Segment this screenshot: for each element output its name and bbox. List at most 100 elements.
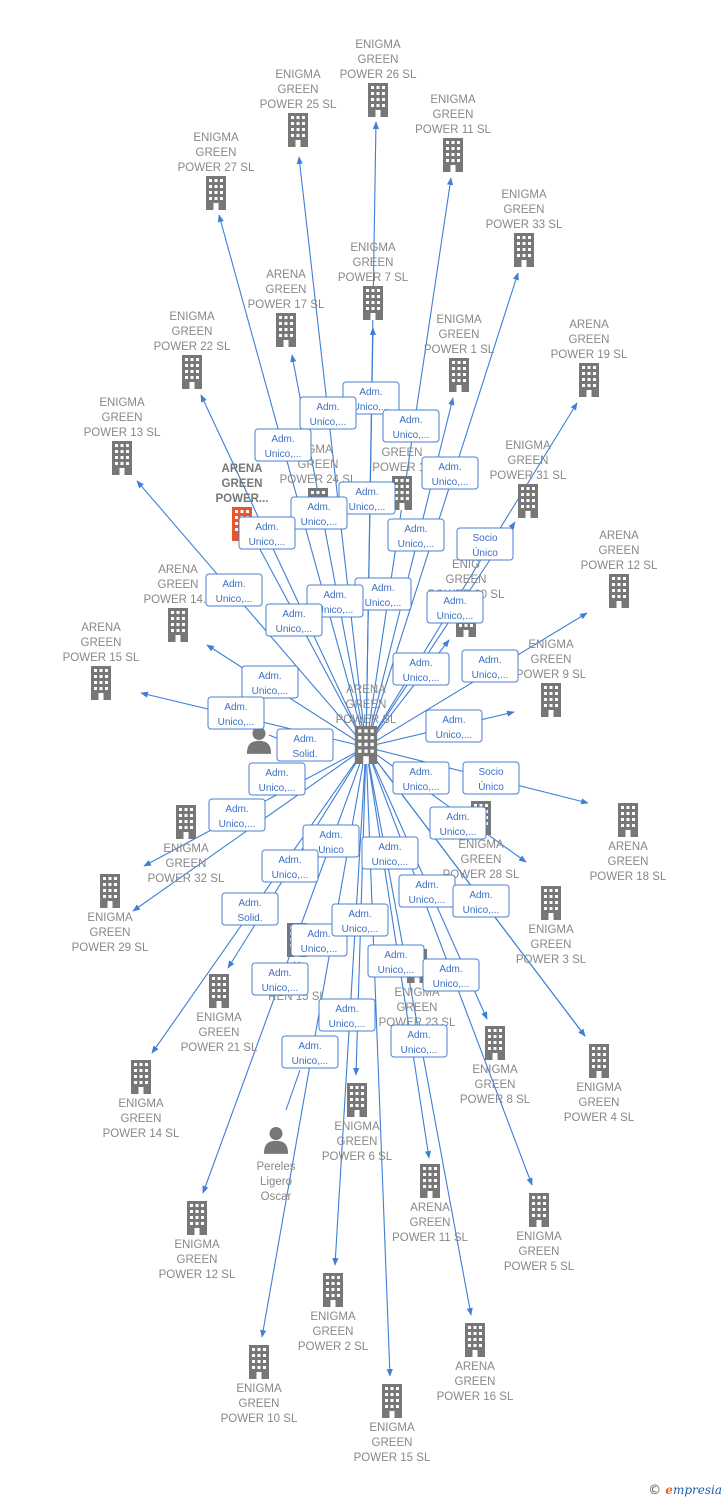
relation-label[interactable]: Adm.Unico,... xyxy=(367,944,425,978)
relation-label[interactable]: Adm.Unico,... xyxy=(421,456,479,490)
relation-label[interactable]: Adm.Unico,... xyxy=(422,958,480,992)
relation-text: Adm. xyxy=(442,715,465,726)
relation-label[interactable]: Adm.Unico,... xyxy=(426,590,484,624)
node-label: GREEN xyxy=(508,455,549,467)
relation-text: Adm. xyxy=(348,909,371,920)
relation-text: Unico,... xyxy=(219,819,256,830)
building-icon xyxy=(168,608,188,642)
relation-text: Adm. xyxy=(265,768,288,779)
relation-label[interactable]: Adm.Unico,... xyxy=(254,428,312,462)
relation-label[interactable]: Adm.Unico,... xyxy=(208,798,266,832)
relation-label[interactable]: Adm.Unico,... xyxy=(265,603,323,637)
relation-label[interactable]: Adm.Unico,... xyxy=(387,518,445,552)
node-label: GREEN xyxy=(239,1398,280,1410)
relation-label[interactable]: Adm.Unico,... xyxy=(342,381,400,415)
node-label: ENIGMA xyxy=(576,1082,622,1094)
relation-label[interactable]: Adm.Unico,... xyxy=(241,665,299,699)
node-label: ENIGMA xyxy=(528,924,574,936)
node-label: POWER 12 SL xyxy=(581,560,658,572)
relation-label[interactable]: Adm.Unico,... xyxy=(281,1035,339,1069)
relation-label[interactable]: Adm.Unico,... xyxy=(392,761,450,795)
relation-label[interactable]: Adm.Unico,... xyxy=(331,903,389,937)
relation-label[interactable]: Adm.Unico,... xyxy=(425,709,483,743)
relation-box xyxy=(208,798,266,832)
relation-label[interactable]: Adm.Unico,... xyxy=(354,577,412,611)
relation-label[interactable]: Adm.Unico,... xyxy=(248,762,306,796)
relation-label[interactable]: Adm.Unico,... xyxy=(299,396,357,430)
node-label: ARENA xyxy=(346,684,386,696)
relation-label[interactable]: Adm.Unico xyxy=(302,824,360,858)
node-label: Ligero xyxy=(260,1176,292,1188)
relation-label[interactable]: Adm.Unico,... xyxy=(382,409,440,443)
relation-text: Adm. xyxy=(478,655,501,666)
relation-text: Unico,... xyxy=(378,965,415,976)
relation-label[interactable]: Adm.Unico,... xyxy=(290,496,348,530)
relation-label[interactable]: Adm.Unico,... xyxy=(392,652,450,686)
relation-label[interactable]: Adm.Unico,... xyxy=(461,649,519,683)
relation-label[interactable]: Adm.Unico,... xyxy=(390,1024,448,1058)
relation-label[interactable]: Adm.Unico,... xyxy=(361,836,419,870)
relation-label[interactable]: Adm.Unico,... xyxy=(398,874,456,908)
relation-label[interactable]: Adm.Unico,... xyxy=(238,516,296,550)
relation-label[interactable]: Adm.Solid. xyxy=(276,728,334,762)
node-label: POWER 14... xyxy=(143,594,212,606)
node-label: POWER... xyxy=(215,493,268,505)
relation-label[interactable]: Adm.Unico,... xyxy=(205,573,263,607)
node-label: GREEN xyxy=(102,412,143,424)
node-label: POWER 7 SL xyxy=(338,272,409,284)
relation-box xyxy=(248,762,306,796)
relation-text: Unico xyxy=(318,845,344,856)
relation-label[interactable]: Adm.Unico,... xyxy=(251,962,309,996)
relation-label[interactable]: Adm.Unico,... xyxy=(207,696,265,730)
relation-label[interactable]: Adm.Unico,... xyxy=(261,849,319,883)
node-ag[interactable]: ARENAGREENPOWER... xyxy=(215,463,269,541)
relation-box xyxy=(261,849,319,883)
relation-text: Adm. xyxy=(238,898,261,909)
relation-label[interactable]: Adm.Solid. xyxy=(221,892,279,926)
relation-label[interactable]: Adm.Unico,... xyxy=(429,806,487,840)
brand-logo[interactable]: empresia xyxy=(665,1483,722,1497)
node-label: ARENA xyxy=(410,1202,450,1214)
relation-label[interactable]: Adm.Unico,... xyxy=(318,998,376,1032)
building-icon xyxy=(206,176,226,210)
relation-label[interactable]: Adm.Unico,... xyxy=(452,884,510,918)
relation-box xyxy=(276,728,334,762)
